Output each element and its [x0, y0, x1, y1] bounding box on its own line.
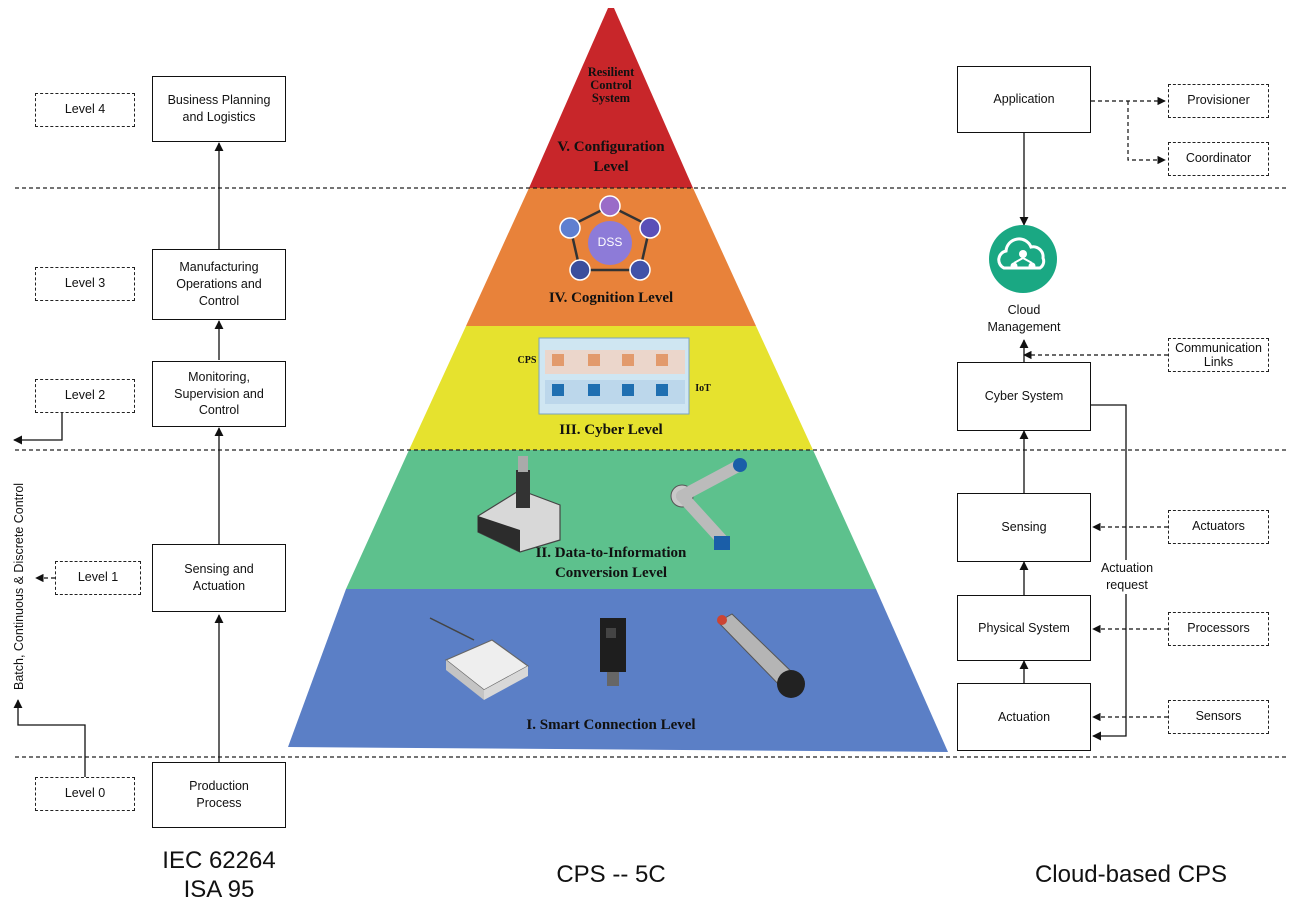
level-separators [15, 187, 1287, 758]
cloud-based-cps-caption: Cloud-based CPS [1034, 861, 1228, 888]
application-box: Application [957, 66, 1091, 133]
dss-label: DSS [597, 235, 623, 249]
cps-iot-diagram-icon [538, 337, 690, 415]
right-dashed-arrows [1023, 96, 1168, 722]
level-3-label: Level 3 [35, 267, 135, 301]
level-0-label: Level 0 [35, 777, 135, 811]
physical-system-box: Physical System [957, 595, 1091, 661]
cloud-management-label: Cloud Management [987, 303, 1061, 334]
wireless-sensor-icon [429, 617, 530, 700]
sensing-actuation-box: Sensing and Actuation [152, 544, 286, 612]
configuration-level-label: V. Configuration Level [557, 139, 665, 175]
iot-label: IoT [695, 383, 711, 394]
dss-diagram-icon [559, 195, 661, 281]
manufacturing-operations-box: Manufacturing Operations and Control [152, 249, 286, 320]
actuation-request-label: Actuation request [1094, 560, 1160, 594]
production-process-box: Production Process [152, 762, 286, 828]
cyber-level-label: III. Cyber Level [559, 422, 663, 438]
actuation-box: Actuation [957, 683, 1091, 751]
data-to-information-level-label: II. Data-to-Information Conversion Level [535, 545, 687, 581]
cylindrical-sensor-icon [717, 613, 805, 698]
smart-connection-level-label: I. Smart Connection Level [526, 717, 696, 733]
sensing-box: Sensing [957, 493, 1091, 562]
photoelectric-sensor-icon [600, 618, 626, 686]
mobile-robot-icon [477, 456, 561, 553]
cps-label: CPS [517, 355, 537, 366]
monitoring-supervision-box: Monitoring, Supervision and Control [152, 361, 286, 427]
processors-label: Processors [1168, 612, 1269, 646]
batch-continuous-discrete-label: Batch, Continuous & Discrete Control [12, 482, 26, 690]
pyramid-band-configuration [529, 8, 693, 188]
sensors-label: Sensors [1168, 700, 1269, 734]
provisioner-label: Provisioner [1168, 84, 1269, 118]
coordinator-label: Coordinator [1168, 142, 1269, 176]
cps-5c-caption: CPS -- 5C [556, 861, 666, 888]
cloud-management-icon [989, 225, 1057, 293]
pyramid-band-data-to-information [346, 450, 876, 589]
actuators-label: Actuators [1168, 510, 1269, 544]
iec-isa-caption: IEC 62264 ISA 95 [162, 847, 276, 903]
business-planning-box: Business Planning and Logistics [152, 76, 286, 142]
left-arrows [13, 142, 224, 777]
level-4-label: Level 4 [35, 93, 135, 127]
level-2-label: Level 2 [35, 379, 135, 413]
robot-arm-icon [670, 458, 747, 550]
resilient-control-label: Resilient Control System [587, 65, 635, 106]
communication-links-label: Communication Links [1168, 338, 1269, 372]
cognition-level-label: IV. Cognition Level [548, 290, 674, 306]
level-1-label: Level 1 [55, 561, 141, 595]
cyber-system-box: Cyber System [957, 362, 1091, 431]
